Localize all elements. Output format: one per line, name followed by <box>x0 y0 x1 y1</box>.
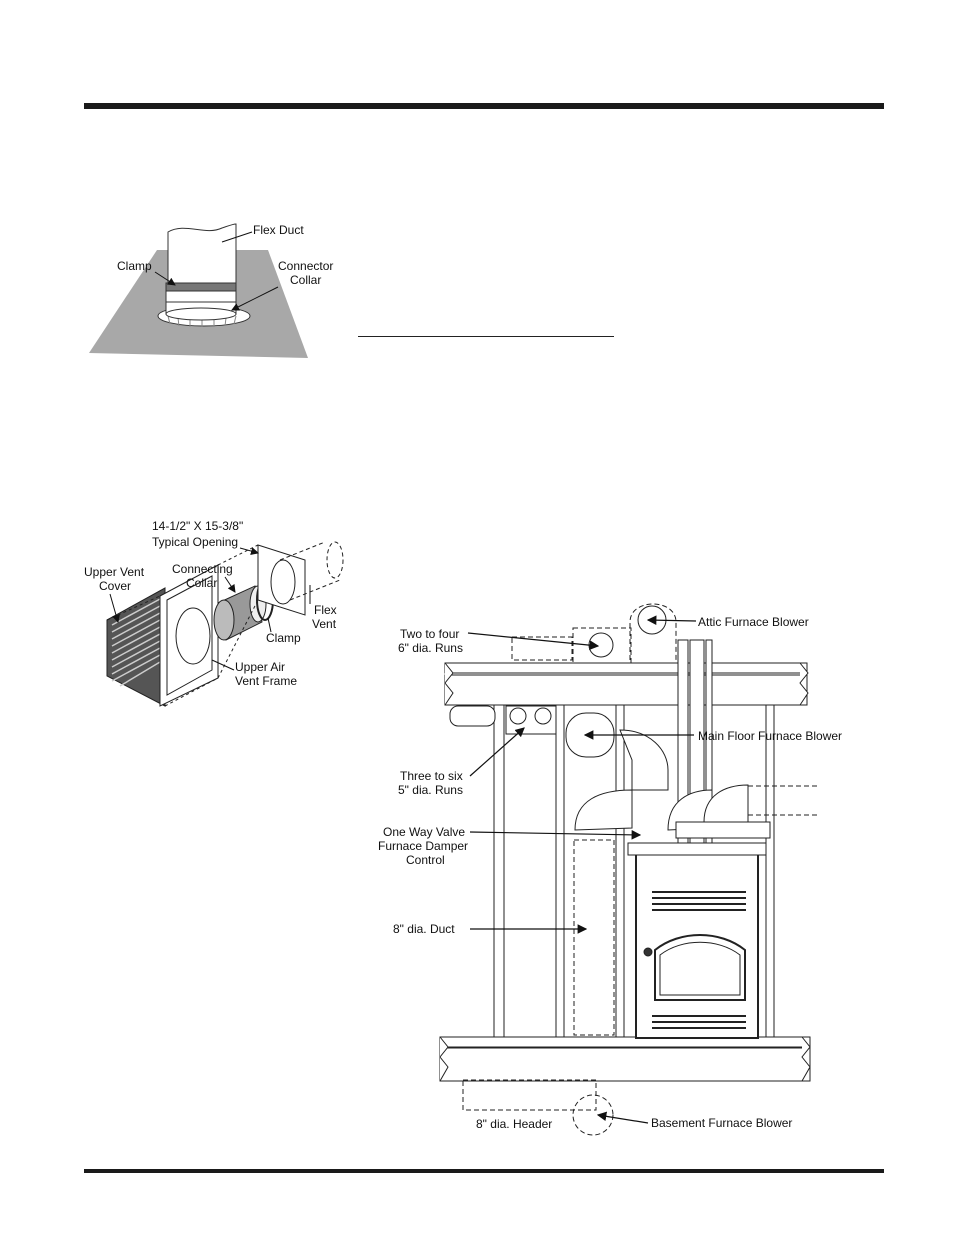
louvers <box>111 598 161 687</box>
furnace-labels: Attic Furnace Blower Two to four 6" dia.… <box>378 615 842 1131</box>
wall-studs <box>493 704 775 1038</box>
label-connecting-l2: Collar <box>186 576 217 590</box>
label-three-to-six-l2: 5" dia. Runs <box>398 783 463 797</box>
furnace-unit <box>627 842 767 1039</box>
label-connector-l1: Connector <box>278 259 333 273</box>
label-frame-l2: Vent Frame <box>235 674 297 688</box>
label-vent-clamp: Clamp <box>266 631 301 645</box>
label-basement-blower: Basement Furnace Blower <box>651 1116 792 1130</box>
top-rule <box>84 103 884 109</box>
flex-vent <box>279 541 344 601</box>
duct-elbows <box>574 729 771 839</box>
bottom-rule <box>84 1169 884 1173</box>
label-connecting-l1: Connecting <box>172 562 233 576</box>
label-upper-vent-l2: Cover <box>99 579 131 593</box>
label-clamp: Clamp <box>117 259 152 273</box>
label-opening-l1: 14-1/2" X 15-3/8" <box>152 519 243 533</box>
duct-clamp <box>165 282 237 292</box>
main-floor-header <box>449 705 615 758</box>
flex-duct-figure: Flex Duct Clamp Connector Collar <box>89 223 333 358</box>
label-one-way-l1: One Way Valve <box>383 825 465 839</box>
label-attic-blower: Attic Furnace Blower <box>698 615 809 629</box>
label-flex-duct: Flex Duct <box>253 223 304 237</box>
attic-runs <box>511 603 677 664</box>
label-two-to-four-l2: 6" dia. Runs <box>398 641 463 655</box>
label-frame-l1: Upper Air <box>235 660 285 674</box>
floor-joist <box>439 1036 811 1082</box>
label-one-way-l2: Furnace Damper <box>378 839 468 853</box>
label-eight-duct: 8" dia. Duct <box>393 922 455 936</box>
connecting-collar <box>213 585 267 641</box>
label-opening-l2: Typical Opening <box>152 535 238 549</box>
label-three-to-six-l1: Three to six <box>400 769 463 783</box>
label-main-floor-blower: Main Floor Furnace Blower <box>698 729 842 743</box>
label-flex-vent-l1: Flex <box>314 603 337 617</box>
label-connector-l2: Collar <box>290 273 321 287</box>
label-flex-vent-l2: Vent <box>312 617 337 631</box>
attic-joist <box>444 662 809 706</box>
text-underline <box>358 336 614 337</box>
upper-vent-figure: 14-1/2" X 15-3/8" Typical Opening Connec… <box>84 519 344 707</box>
label-eight-header: 8" dia. Header <box>476 1117 552 1131</box>
outer-duct-dashed <box>462 785 820 1136</box>
flex-duct <box>167 223 237 284</box>
label-one-way-l3: Control <box>406 853 445 867</box>
label-two-to-four-l1: Two to four <box>400 627 459 641</box>
furnace-installation-figure <box>439 603 820 1136</box>
label-upper-vent-l1: Upper Vent <box>84 565 145 579</box>
